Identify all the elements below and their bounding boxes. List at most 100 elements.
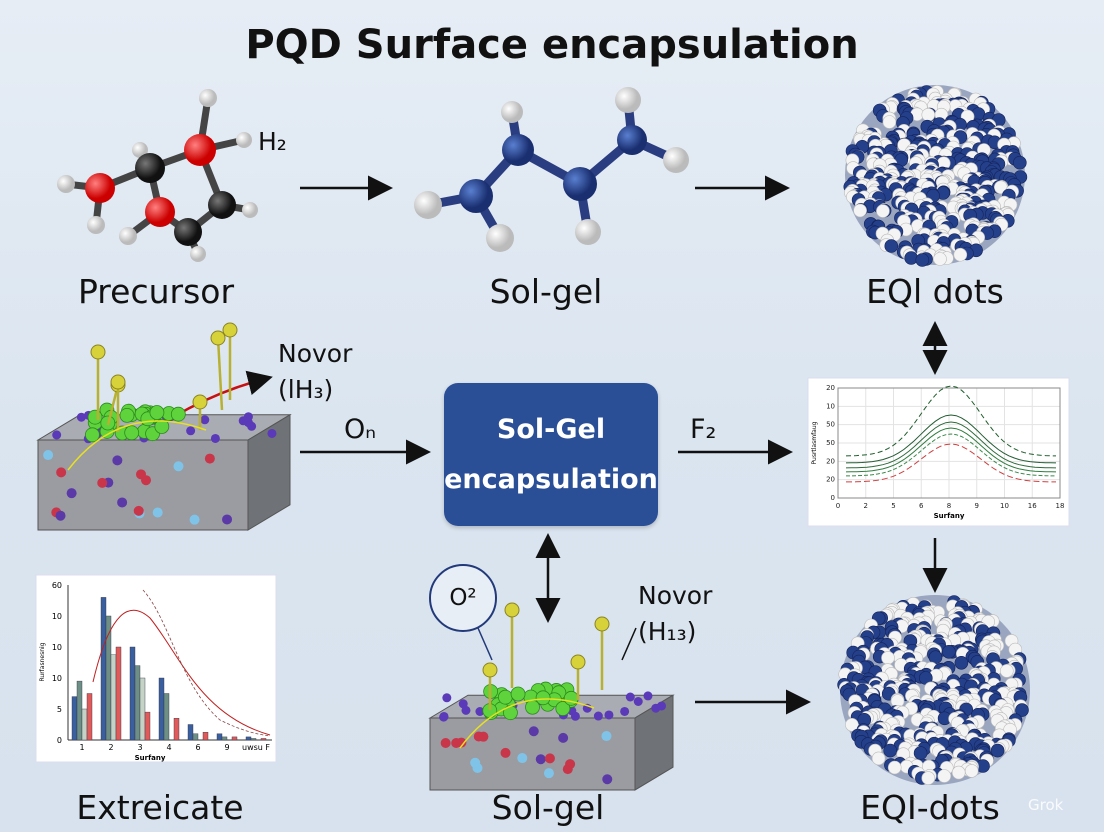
x-tick-label: 9 bbox=[975, 502, 979, 510]
white-atom bbox=[853, 203, 867, 218]
bar bbox=[231, 736, 238, 741]
fit-curve bbox=[142, 589, 271, 737]
y-tick-label: 10 bbox=[826, 402, 835, 410]
blue-atom bbox=[904, 251, 919, 265]
surface-particle bbox=[186, 426, 196, 436]
right-inset-panel bbox=[807, 377, 1070, 527]
x-tick-label: 2 bbox=[864, 502, 868, 510]
x-tick-label: 1 bbox=[79, 743, 84, 752]
surface-particle bbox=[625, 692, 635, 702]
yellow-strand bbox=[67, 420, 207, 471]
surface-particle bbox=[200, 415, 210, 425]
surface-particle bbox=[458, 699, 468, 709]
bar bbox=[115, 646, 122, 741]
novor-top-line1: Novor bbox=[278, 339, 353, 368]
novor-bottom-line2: (H₁₃) bbox=[638, 617, 697, 646]
blue-atom bbox=[1012, 155, 1027, 170]
o2-pointer bbox=[477, 627, 493, 661]
x-tick-label: 5 bbox=[891, 502, 895, 510]
green-cluster-bead bbox=[525, 699, 540, 715]
x-tick-label: 18 bbox=[1056, 502, 1065, 510]
embedded-particle bbox=[478, 731, 489, 742]
box-line2: encapsulation bbox=[444, 463, 658, 495]
chart-curve bbox=[845, 385, 1057, 457]
y-tick-label: 10 bbox=[52, 612, 62, 621]
embedded-particle bbox=[544, 753, 555, 764]
bar bbox=[81, 708, 88, 741]
green-cluster-bead bbox=[555, 701, 571, 716]
solgel-top-label: Sol-gel bbox=[489, 272, 603, 311]
blue-atom bbox=[954, 655, 969, 670]
green-cluster-bead bbox=[510, 686, 526, 702]
page-title: PQD Surface encapsulation bbox=[245, 22, 859, 68]
bar bbox=[173, 718, 180, 741]
green-cluster-bead bbox=[84, 427, 100, 443]
y-tick-label: 0 bbox=[831, 494, 835, 502]
slab-side-face bbox=[247, 413, 291, 531]
y-tick-label: 20 bbox=[826, 384, 835, 392]
x-tick-label: 9 bbox=[224, 743, 229, 752]
bar bbox=[202, 732, 209, 741]
blue-atom bbox=[928, 650, 943, 665]
white-atom bbox=[876, 204, 890, 218]
o2-label: O² bbox=[449, 585, 477, 611]
embedded-particle bbox=[55, 510, 66, 521]
y-tick-label: 10 bbox=[52, 643, 62, 652]
surface-particle bbox=[643, 691, 653, 701]
white-atom bbox=[951, 765, 966, 780]
white-atom bbox=[881, 651, 895, 665]
fit-curve bbox=[92, 609, 271, 736]
substrate-slab-top bbox=[36, 322, 292, 531]
bar bbox=[134, 665, 141, 741]
embedded-particle bbox=[189, 514, 200, 525]
bar bbox=[245, 736, 252, 741]
y-tick-label: 10 bbox=[52, 674, 62, 683]
white-atom bbox=[845, 717, 859, 732]
bar bbox=[221, 736, 228, 741]
embedded-particle bbox=[43, 450, 54, 461]
surface-particle bbox=[210, 433, 220, 443]
x-tick-label: 0 bbox=[836, 502, 840, 510]
embedded-particle bbox=[440, 738, 451, 749]
solgel-molecule bbox=[427, 99, 678, 241]
eqi-dots-label: EQI-dots bbox=[860, 788, 1000, 827]
bar bbox=[86, 693, 93, 741]
surface-particle bbox=[633, 696, 643, 706]
blue-atom bbox=[1015, 703, 1029, 717]
embedded-particle bbox=[451, 737, 462, 748]
surface-particle bbox=[604, 710, 614, 720]
embedded-particle bbox=[173, 461, 184, 472]
blue-atom bbox=[913, 746, 928, 760]
solgel-bottom-label: Sol-gel bbox=[491, 788, 605, 827]
embedded-particle bbox=[517, 753, 528, 764]
bar bbox=[158, 677, 165, 741]
x-tick-label: 10 bbox=[1000, 502, 1009, 510]
y-tick-label: 20 bbox=[826, 457, 835, 465]
surface-particle bbox=[76, 412, 86, 422]
embedded-particle bbox=[56, 467, 67, 478]
white-atom bbox=[921, 108, 936, 122]
white-atom bbox=[953, 247, 968, 262]
box-line1: Sol-Gel bbox=[496, 413, 606, 445]
white-atom bbox=[921, 771, 936, 785]
blue-atom bbox=[884, 239, 899, 253]
watermark: Grok bbox=[1028, 796, 1064, 814]
surface-particle bbox=[475, 707, 485, 717]
ligand-head bbox=[110, 374, 126, 390]
bar bbox=[129, 646, 136, 741]
y-tick-label: 20 bbox=[826, 476, 835, 484]
white-atom bbox=[937, 769, 952, 783]
ligand-head bbox=[482, 662, 498, 678]
embedded-particle bbox=[562, 764, 573, 775]
bar bbox=[100, 597, 107, 741]
green-cluster-bead bbox=[87, 409, 103, 425]
precursor-label: Precursor bbox=[77, 272, 235, 311]
plot-frame bbox=[837, 387, 1061, 499]
embedded-particle bbox=[528, 726, 539, 737]
substrate-slab-bottom bbox=[428, 602, 675, 791]
embedded-particle bbox=[558, 732, 569, 743]
surface-particle bbox=[593, 711, 603, 721]
